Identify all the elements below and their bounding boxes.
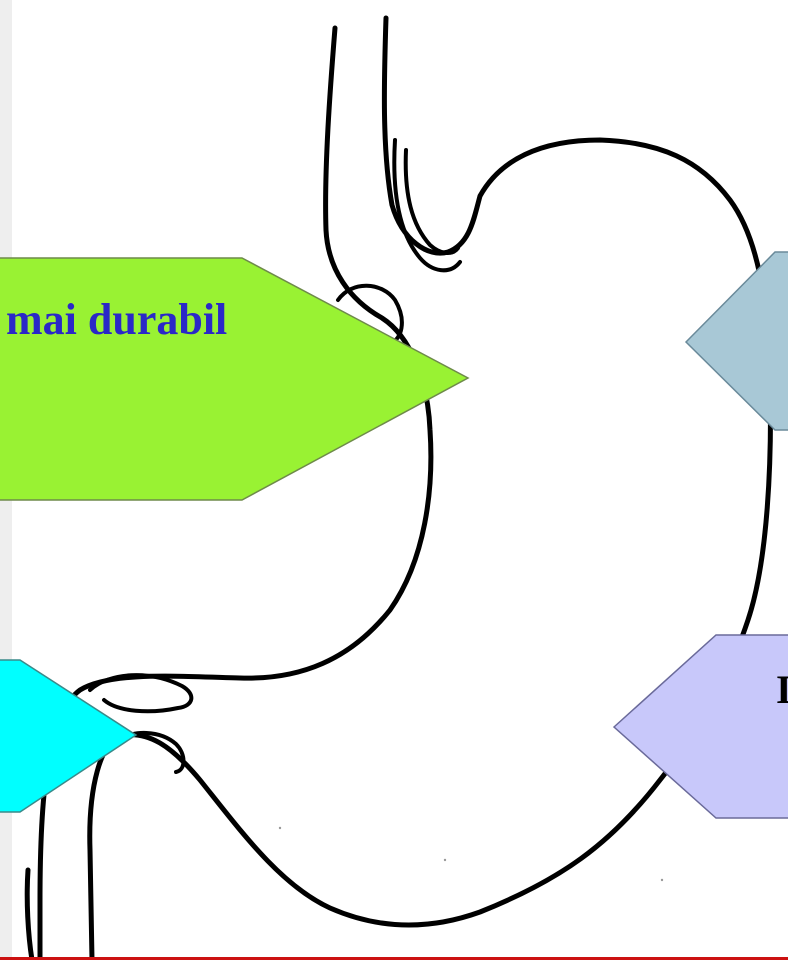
callout-blue-gray-shape — [686, 252, 788, 430]
cardiac-inner-loop-2 — [406, 150, 458, 253]
pylorus-upper-loop — [90, 675, 191, 711]
callout-lavender: I — [614, 635, 788, 818]
paper-specks — [279, 827, 663, 881]
callout-cyan — [0, 660, 136, 812]
callout-cyan-shape — [0, 660, 136, 812]
callout-green-label-1: mai durabil — [6, 295, 227, 344]
callout-green: mai durabil o — [0, 258, 468, 500]
callout-lavender-shape — [614, 635, 788, 818]
callout-lavender-label: I — [776, 667, 788, 712]
duodenum-inner-wall — [27, 870, 32, 960]
callout-blue-gray — [686, 252, 788, 430]
